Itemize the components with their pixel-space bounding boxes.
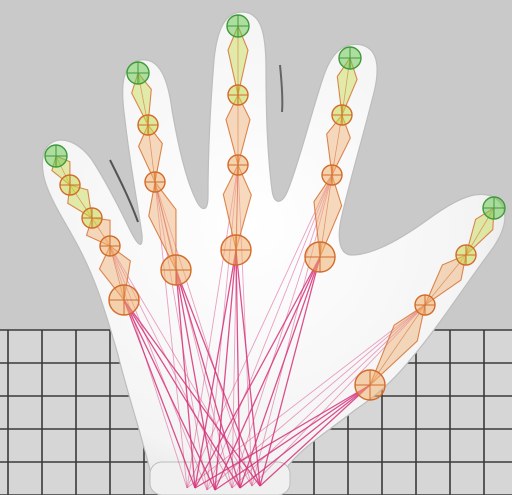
hand-rig-scene [0, 0, 512, 495]
3d-viewport[interactable] [0, 0, 512, 495]
